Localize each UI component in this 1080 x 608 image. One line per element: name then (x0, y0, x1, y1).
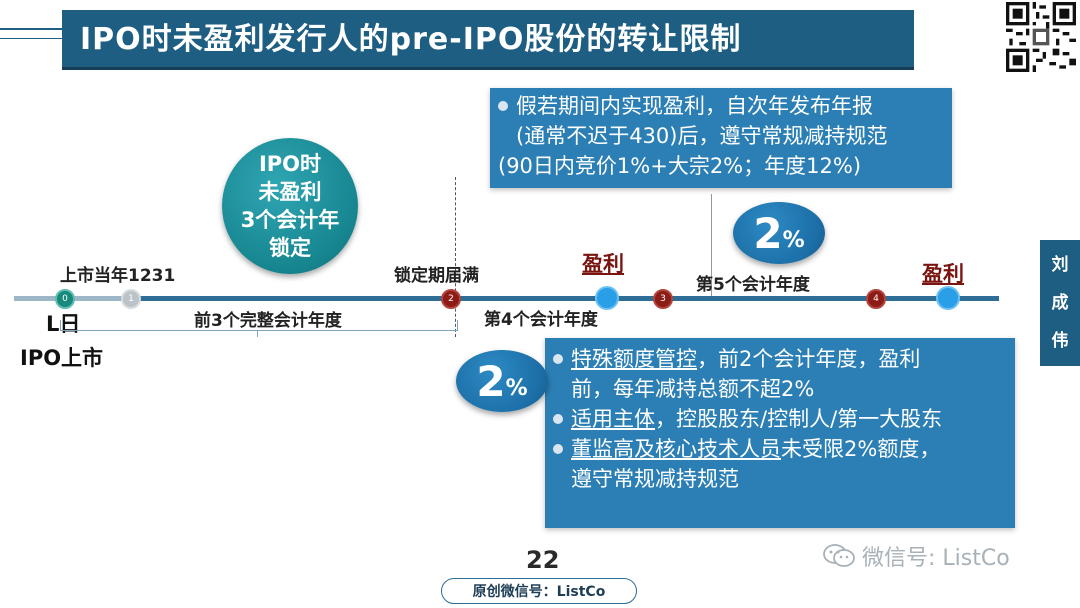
bullet-dot-icon (498, 101, 508, 111)
quota-bullet-3-key: 董监高及核心技术人员 (571, 437, 781, 461)
footer-account-label: 原创微信号：ListCo (441, 578, 637, 604)
profit-rule-line-2: (通常不迟于430)后，遵守常规减持规范 (516, 124, 888, 148)
author-name-tab: 刘 成 伟 (1040, 240, 1080, 366)
lock-line-1: IPO时 (258, 152, 322, 176)
special-quota-box: 特殊额度管控，前2个会计年度，盈利 前，每年减持总额不超2% 适用主体，控股股东… (545, 338, 1015, 528)
bullet-dot-icon (553, 414, 563, 424)
profit-point-2 (936, 286, 960, 310)
lock-period-circle: IPO时 未盈利 3个会计年 锁定 (222, 138, 358, 274)
label-ipo-listing: IPO上市 (20, 346, 104, 370)
timeline-node-1: 1 (121, 289, 141, 309)
timeline-node-4: 4 (866, 289, 886, 309)
profit-rule-text: 假若期间内实现盈利，自次年发布年报 (通常不迟于430)后，遵守常规减持规范 (… (498, 91, 952, 181)
bullet-dot-icon (553, 444, 563, 454)
qr-code-icon (1006, 2, 1076, 72)
lock-line-2: 未盈利 (258, 180, 322, 204)
lock-line-4: 锁定 (269, 236, 311, 260)
label-profit-1: 盈利 (582, 252, 624, 276)
page-number: 22 (526, 546, 560, 574)
wechat-icon (823, 544, 855, 567)
title-decor-line-2 (0, 38, 62, 39)
label-profit-2: 盈利 (922, 262, 964, 286)
badge-bottom-number: 2 (476, 356, 506, 406)
wechat-watermark: 微信号: ListCo (822, 540, 1010, 572)
two-percent-badge-bottom: 2% (456, 350, 548, 412)
profit-guide-line (711, 194, 712, 296)
quota-bullet-1: 特殊额度管控，前2个会计年度，盈利 前，每年减持总额不超2% (553, 344, 1015, 404)
profit-point-1 (595, 286, 619, 310)
timeline-axis (14, 296, 999, 301)
label-year-end: 上市当年1231 (60, 266, 176, 286)
badge-top-percent: % (782, 227, 805, 253)
label-lock-end: 锁定期届满 (394, 266, 479, 286)
label-year-4: 第4个会计年度 (484, 310, 598, 330)
quota-bullet-1-key: 特殊额度管控 (571, 347, 697, 371)
quota-bullet-3: 董监高及核心技术人员未受限2%额度， 遵守常规减持规范 (553, 434, 1015, 494)
label-l-day: L日 (46, 312, 81, 336)
quota-bullet-2-key: 适用主体 (571, 407, 655, 431)
first-3-years-brace (60, 320, 458, 331)
author-char-2: 成 (1051, 293, 1069, 313)
watermark-text: 微信号: ListCo (862, 546, 1010, 571)
title-decor-line (0, 28, 62, 30)
author-char-1: 刘 (1051, 255, 1069, 275)
quota-bullet-3-rest: 未受限2%额度， (781, 437, 941, 461)
badge-top-number: 2 (753, 208, 783, 258)
label-first-3-years: 前3个完整会计年度 (194, 311, 342, 331)
quota-bullet-3-text: 董监高及核心技术人员未受限2%额度， 遵守常规减持规范 (571, 434, 1015, 494)
label-year-5: 第5个会计年度 (696, 275, 810, 295)
quota-bullet-2-rest: ，控股股东/控制人/第一大股东 (655, 407, 943, 431)
profit-rule-bullet: 假若期间内实现盈利，自次年发布年报 (通常不迟于430)后，遵守常规减持规范 (… (498, 91, 952, 181)
bullet-dot-icon (553, 354, 563, 364)
quota-bullet-1-text: 特殊额度管控，前2个会计年度，盈利 前，每年减持总额不超2% (571, 344, 1015, 404)
brace-tick (257, 330, 258, 337)
quota-bullet-2-text: 适用主体，控股股东/控制人/第一大股东 (571, 404, 1015, 434)
quota-bullet-1-line-2: 前，每年减持总额不超2% (571, 377, 815, 401)
lock-end-dashed-line (455, 177, 456, 337)
page-title: IPO时未盈利发行人的pre-IPO股份的转让限制 (80, 22, 742, 57)
timeline-node-3: 3 (653, 289, 673, 309)
timeline-node-2: 2 (441, 289, 461, 309)
quota-bullet-1-rest: ，前2个会计年度，盈利 (697, 347, 921, 371)
quota-bullet-3-line-2: 遵守常规减持规范 (571, 467, 739, 491)
quota-bullet-2: 适用主体，控股股东/控制人/第一大股东 (553, 404, 1015, 434)
profit-rule-box: 假若期间内实现盈利，自次年发布年报 (通常不迟于430)后，遵守常规减持规范 (… (490, 88, 952, 188)
profit-rule-line-1: 假若期间内实现盈利，自次年发布年报 (516, 94, 873, 118)
two-percent-badge-top: 2% (733, 202, 825, 264)
title-bar (62, 10, 914, 70)
profit-rule-line-3: (90日内竞价1%+大宗2%；年度12%) (498, 154, 862, 178)
author-char-3: 伟 (1051, 331, 1069, 351)
badge-bottom-percent: % (505, 375, 528, 401)
lock-line-3: 3个会计年 (240, 208, 340, 232)
timeline-node-0: 0 (55, 289, 75, 309)
